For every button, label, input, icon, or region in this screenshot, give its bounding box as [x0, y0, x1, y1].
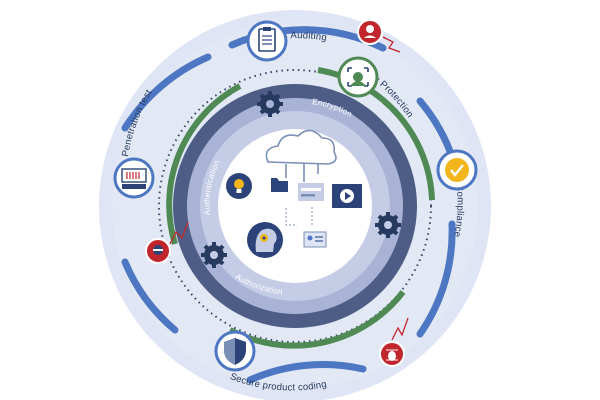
id-card-icon: [303, 231, 327, 248]
compliance-check-icon: [436, 149, 478, 191]
cloud-icon: [265, 129, 337, 182]
lightbulb-icon: [226, 173, 252, 199]
dotted-ring: [158, 69, 432, 343]
core-connectors: [285, 207, 313, 226]
folder-icon: [271, 178, 288, 192]
auditing-label: Auditing: [290, 30, 327, 43]
attacker-icon: [379, 317, 409, 367]
head-gears-icon: [247, 222, 283, 258]
gear-icon: [201, 242, 227, 268]
video-play-icon: [332, 184, 362, 208]
gear-icon: [257, 91, 283, 117]
shield-icon: [214, 330, 256, 372]
chat-window-icon: [298, 183, 324, 201]
attacker-icon: [145, 221, 189, 264]
privacy-shield-icon: [337, 56, 379, 98]
compliance-label: Compliance: [451, 184, 465, 238]
attacker-icon: [357, 19, 401, 53]
clipboard-icon: [246, 20, 288, 62]
server-icon: [113, 157, 155, 199]
gear-icon: [375, 212, 401, 238]
